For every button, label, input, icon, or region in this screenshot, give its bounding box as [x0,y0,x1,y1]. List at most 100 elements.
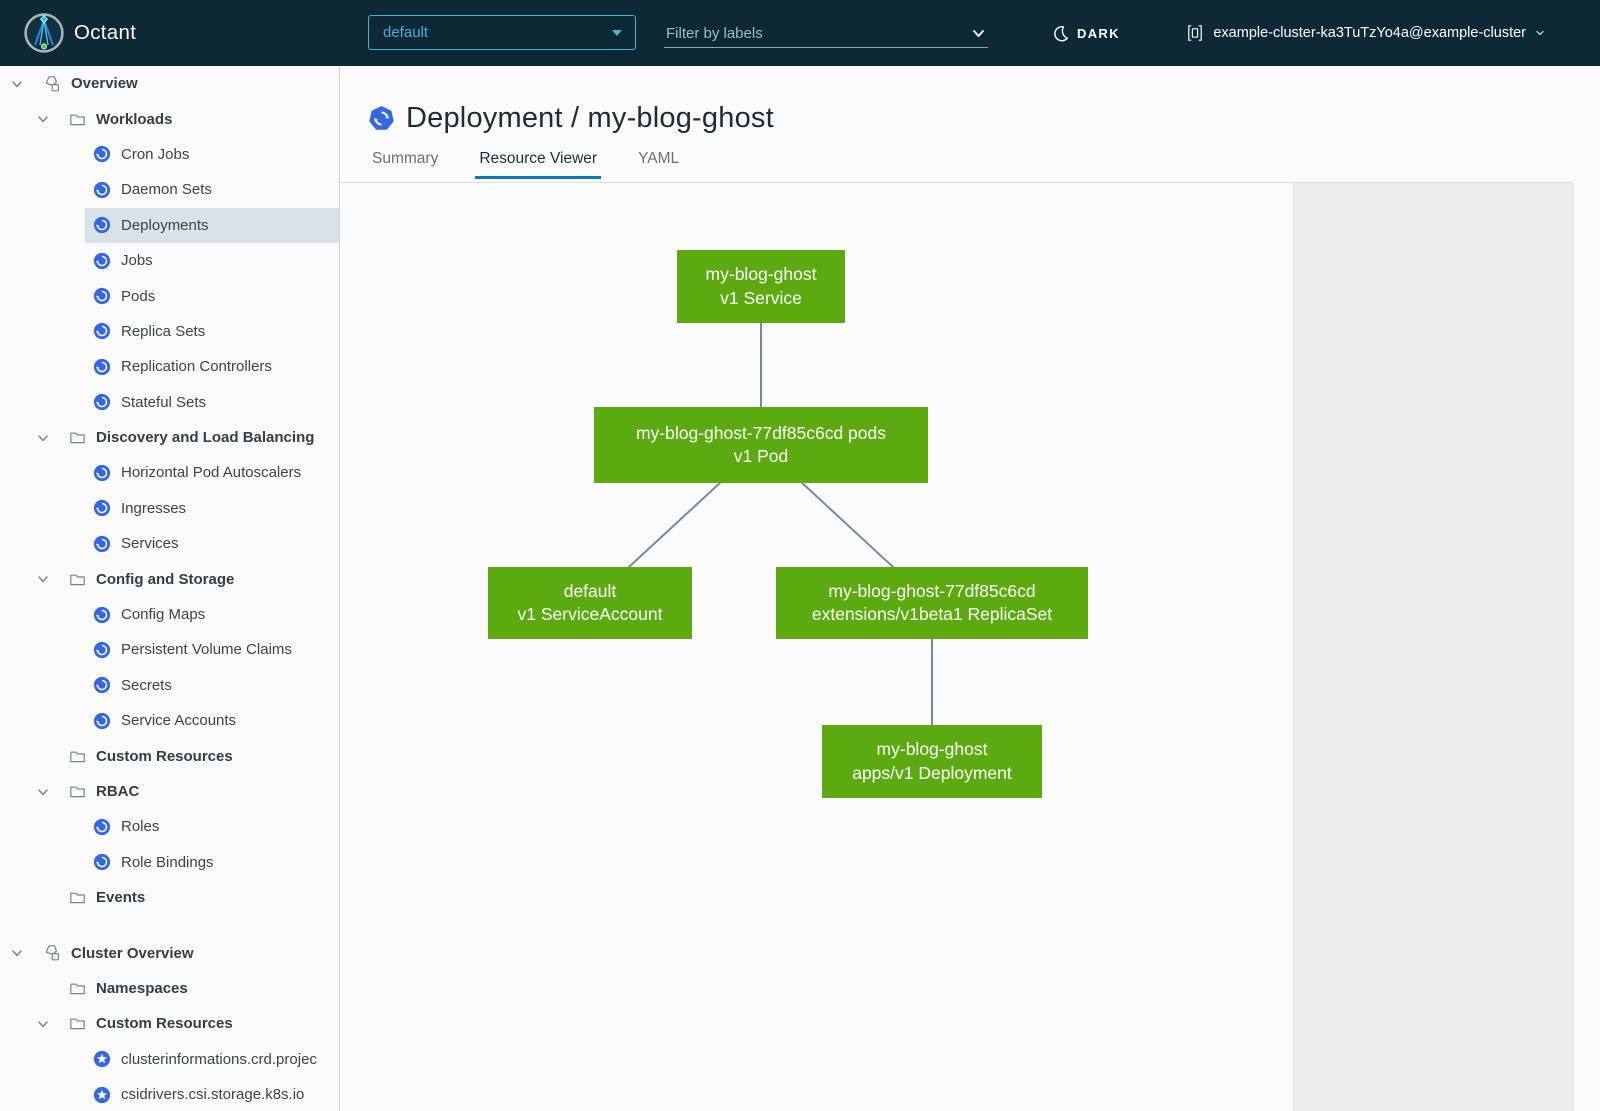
sidebar-item-jobs[interactable]: Jobs [0,243,339,278]
daemon-sets-icon [93,181,111,199]
sidebar-item-cron-jobs[interactable]: Cron Jobs [0,137,339,172]
tab-summary[interactable]: Summary [372,150,439,167]
deployments-icon [93,216,111,234]
sidebar-item-config-and-storage[interactable]: Config and Storage [0,561,339,596]
sidebar-item-label: Persistent Volume Claims [121,641,292,659]
sidebar-item-label: Custom Resources [96,747,233,765]
sidebar-item-csidrivers-csi-storage-k8s-io[interactable]: csidrivers.csi.storage.k8s.io [0,1077,339,1111]
sidebar-item-label: Secrets [121,676,172,694]
context-chevron-icon [1535,28,1545,38]
caret-down-icon[interactable] [36,431,50,445]
sidebar-item-label: Config and Storage [96,570,235,588]
sidebar-item-label: Namespaces [96,979,188,997]
caret-down-icon[interactable] [10,946,24,960]
dark-theme-toggle[interactable]: DARK [1052,0,1120,66]
sidebar-item-services[interactable]: Services [0,526,339,561]
main-content: Deployment / my-blog-ghost Summary Resour… [340,66,1600,1111]
sidebar-item-label: Roles [121,818,160,836]
folder-icon [69,980,86,997]
top-navbar: Octant default Filter by labels DARK [0,0,1600,66]
sidebar-item-events[interactable]: Events [0,880,339,915]
sidebar-item-label: Replica Sets [121,322,206,340]
sidebar-item-rbac[interactable]: RBAC [0,774,339,809]
caret-down-icon[interactable] [36,1017,50,1031]
caret-down-icon[interactable] [36,785,50,799]
sidebar-item-overview[interactable]: Overview [0,66,339,101]
sidebar-item-deployments[interactable]: Deployments [0,207,339,244]
page-title: Deployment / my-blog-ghost [406,102,774,134]
sidebar-item-daemon-sets[interactable]: Daemon Sets [0,172,339,207]
sidebar-item-label: Stateful Sets [121,393,207,411]
dropdown-caret-icon [612,29,622,36]
stateful-sets-icon [93,393,111,411]
graph-node-label: my-blog-ghost [876,739,988,760]
namespace-select[interactable]: default [368,15,636,50]
csidrivers-csi-storage-k8s-io-icon [93,1086,111,1104]
sidebar-item-label: Events [96,889,146,907]
service-accounts-icon [93,712,111,730]
secrets-icon [93,676,111,694]
caret-down-icon[interactable] [36,112,50,126]
sidebar-item-custom-resources[interactable]: Custom Resources [0,738,339,773]
sidebar-item-label: Role Bindings [121,853,214,871]
content-header: Deployment / my-blog-ghost Summary Resour… [340,66,1573,183]
replica-sets-icon [93,322,111,340]
sidebar-item-replication-controllers[interactable]: Replication Controllers [0,349,339,384]
folder-icon [69,889,86,906]
sidebar-item-discovery-and-load-balancing[interactable]: Discovery and Load Balancing [0,420,339,455]
sidebar-item-persistent-volume-claims[interactable]: Persistent Volume Claims [0,632,339,667]
sidebar-item-config-maps[interactable]: Config Maps [0,597,339,632]
graph-node-label: my-blog-ghost-77df85c6cd pods [635,422,886,443]
folder-icon [69,571,86,588]
sidebar-item-label: Cluster Overview [71,944,194,962]
sidebar-item-label: Overview [71,75,138,93]
app-title: Octant [74,21,137,44]
sidebar-item-ingresses[interactable]: Ingresses [0,491,339,526]
dark-toggle-label: DARK [1077,25,1120,41]
tab-yaml[interactable]: YAML [638,150,680,167]
octant-logo-icon [24,13,64,53]
sidebar-item-replica-sets[interactable]: Replica Sets [0,314,339,349]
sidebar-item-stateful-sets[interactable]: Stateful Sets [0,385,339,420]
sidebar-item-clusterinformations-crd-projec[interactable]: clusterinformations.crd.projec [0,1042,339,1077]
right-panel [1293,183,1574,1111]
sidebar-item-workloads[interactable]: Workloads [0,101,339,136]
sidebar-item-cluster-overview[interactable]: Cluster Overview [0,935,339,970]
sidebar-item-role-bindings[interactable]: Role Bindings [0,845,339,880]
sidebar-item-service-accounts[interactable]: Service Accounts [0,703,339,738]
applications-icon [43,75,61,93]
sidebar-item-roles[interactable]: Roles [0,809,339,844]
roles-icon [93,818,111,836]
sidebar-item-label: Config Maps [121,606,206,624]
sidebar-item-label: Service Accounts [121,712,237,730]
cluster-icon [1186,24,1204,42]
sidebar-item-label: RBAC [96,783,140,800]
config-maps-icon [93,606,111,624]
sidebar-item-pods[interactable]: Pods [0,278,339,313]
graph-node-label: my-blog-ghost [705,264,817,285]
sidebar-item-custom-resources[interactable]: Custom Resources [0,1006,339,1041]
sidebar-item-label: Jobs [121,252,153,270]
tab-bar: Summary Resource Viewer YAML [340,150,1573,179]
caret-down-icon[interactable] [10,77,24,91]
context-selector[interactable]: example-cluster-ka3TuTzYo4a@example-clus… [1186,0,1545,66]
sidebar-item-label: Services [121,535,179,553]
title-row: Deployment / my-blog-ghost [340,66,1573,135]
chevron-down-icon[interactable] [971,26,986,41]
caret-down-icon[interactable] [36,572,50,586]
namespace-value: default [383,24,429,41]
services-icon [93,535,111,553]
sidebar-item-secrets[interactable]: Secrets [0,668,339,703]
label-filter-input[interactable]: Filter by labels [664,16,988,48]
sidebar-item-namespaces[interactable]: Namespaces [0,971,339,1006]
sidebar-item-horizontal-pod-autoscalers[interactable]: Horizontal Pod Autoscalers [0,455,339,490]
tab-resource-viewer[interactable]: Resource Viewer [475,150,602,179]
role-bindings-icon [93,853,111,871]
